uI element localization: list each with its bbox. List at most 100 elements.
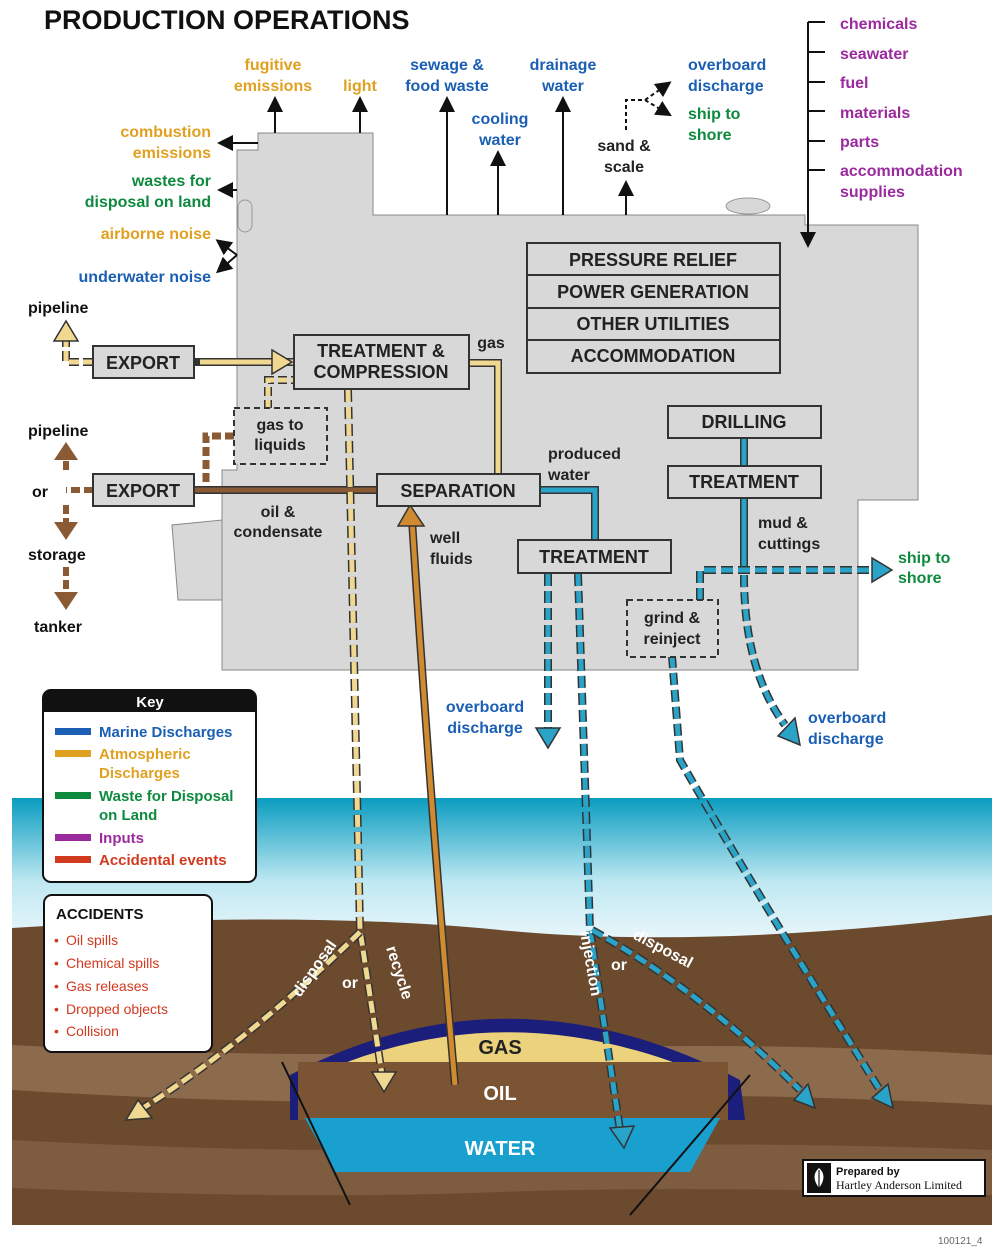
combustion-label-2: emissions <box>133 145 211 162</box>
drilling-box <box>667 405 822 439</box>
pipeline-mid-label: pipeline <box>28 423 89 440</box>
gas-export-label: EXPORT <box>106 353 180 373</box>
separation-label: SEPARATION <box>400 481 515 501</box>
key-swatch-accidental <box>55 856 91 863</box>
overboard-right-label-1: overboard <box>808 710 886 727</box>
accident-bullet-2: • <box>54 955 59 971</box>
utility-other-utilities: OTHER UTILITIES <box>577 314 730 334</box>
input-materials: materials <box>840 105 910 122</box>
key-waste-label-1: Waste for Disposal <box>99 788 233 805</box>
accident-bullet-4: • <box>54 1001 59 1017</box>
ship-shore-label-2: shore <box>898 570 942 587</box>
oil-export-box <box>92 473 195 507</box>
fault-left <box>281 1061 351 1206</box>
ship-shore-label-1: ship to <box>898 550 951 567</box>
airborne-noise-label: airborne noise <box>101 226 211 243</box>
oil-layer <box>298 1062 728 1120</box>
gas-export-box <box>92 345 195 379</box>
utility-accommodation: ACCOMMODATION <box>571 346 736 366</box>
drilling-label: DRILLING <box>702 412 787 432</box>
drilling-treatment-box <box>667 465 822 499</box>
inputs-list: chemicals seawater fuel materials parts … <box>800 16 963 248</box>
top-emissions: fugitive emissions light sewage & food w… <box>234 57 766 215</box>
treatment-compression-label-2: COMPRESSION <box>313 362 448 382</box>
mud-cuttings-label-1: mud & <box>758 515 808 532</box>
utility-pressure-relief: PRESSURE RELIEF <box>569 250 737 270</box>
overboard-left-label-2: discharge <box>447 720 523 737</box>
accidents-panel: ACCIDENTS • Oil spills • Chemical spills… <box>43 894 213 1053</box>
oil-export-label: EXPORT <box>106 481 180 501</box>
well-fluids-label-1: well <box>429 530 460 547</box>
fault-right <box>629 1074 751 1216</box>
reservoir-oil-label: OIL <box>483 1083 516 1105</box>
accidents-title: ACCIDENTS <box>56 906 144 923</box>
sewage-label-1: sewage & <box>410 57 484 74</box>
sewage-label-2: food waste <box>405 78 489 95</box>
key-swatch-atmospheric <box>55 750 91 757</box>
cooling-label-2: water <box>478 132 521 149</box>
key-atmospheric-label-2: Discharges <box>99 765 180 782</box>
accident-dropped-objects: Dropped objects <box>66 1001 168 1017</box>
key-marine-label: Marine Discharges <box>99 724 232 741</box>
oil-condensate-label-2: condensate <box>234 524 323 541</box>
key-header <box>43 690 256 712</box>
fugitive-label-2: emissions <box>234 78 312 95</box>
key-title: Key <box>136 694 164 711</box>
credit-box <box>802 1159 986 1197</box>
or-label: or <box>32 484 48 501</box>
cooling-label-1: cooling <box>472 111 529 128</box>
water-treatment-label: TREATMENT <box>539 547 649 567</box>
accident-chemical-spills: Chemical spills <box>66 955 159 971</box>
platform-fixture <box>725 197 771 215</box>
gas-to-liquids-box <box>233 407 328 465</box>
separation-box <box>376 473 541 507</box>
drainage-label-2: water <box>541 78 584 95</box>
left-emissions: combustion emissions wastes for disposal… <box>79 124 258 286</box>
drilling-treatment-label: TREATMENT <box>689 472 799 492</box>
light-label: light <box>343 78 377 95</box>
input-accommodation: accommodation <box>840 163 963 180</box>
accident-bullet-5: • <box>54 1023 59 1039</box>
key-swatch-inputs <box>55 834 91 841</box>
page-title: PRODUCTION OPERATIONS <box>44 5 410 35</box>
platform-outline <box>171 132 919 671</box>
process-boxes: TREATMENT & COMPRESSION gas EXPORT gas t… <box>92 334 951 748</box>
mud-cuttings-label-2: cuttings <box>758 536 820 553</box>
well-fluids-label-2: fluids <box>430 551 473 568</box>
wastes-land-label-2: disposal on land <box>85 194 211 211</box>
gas-to-liquids-label-1: gas to <box>256 417 303 434</box>
or-right-label: or <box>611 957 627 974</box>
drainage-label-1: drainage <box>530 57 597 74</box>
fugitive-label-1: fugitive <box>245 57 302 74</box>
key-legend: Key Marine Discharges Atmospheric Discha… <box>42 689 257 883</box>
oil-condensate-label-1: oil & <box>261 504 296 521</box>
key-atmospheric-label-1: Atmospheric <box>99 746 191 763</box>
credit-line-2: Hartley Anderson Limited <box>836 1178 962 1192</box>
underwater-noise-label: underwater noise <box>79 269 212 286</box>
ship-top-label-2: shore <box>688 127 732 144</box>
input-fuel: fuel <box>840 75 868 92</box>
input-seawater: seawater <box>840 46 909 63</box>
sand-label-1: sand & <box>597 138 651 155</box>
leaf-logo-icon <box>807 1163 831 1193</box>
input-parts: parts <box>840 134 879 151</box>
grind-reinject-label-2: reinject <box>644 631 702 648</box>
key-waste-label-2: on Land <box>99 807 157 824</box>
key-swatch-waste <box>55 792 91 799</box>
key-accidental-label: Accidental events <box>99 852 227 869</box>
treatment-compression-label-1: TREATMENT & <box>317 341 445 361</box>
ship-top-label-1: ship to <box>688 106 741 123</box>
credit-line-1: Prepared by <box>836 1166 900 1178</box>
platform-fixture-left <box>237 199 253 233</box>
overboard-left-label-1: overboard <box>446 699 524 716</box>
overboard-top-label-2: discharge <box>688 78 764 95</box>
gas-to-liquids-label-2: liquids <box>254 437 306 454</box>
utility-power-generation: POWER GENERATION <box>557 282 749 302</box>
input-supplies: supplies <box>840 184 905 201</box>
produced-water-label-2: water <box>547 467 590 484</box>
accident-gas-releases: Gas releases <box>66 978 148 994</box>
accident-oil-spills: Oil spills <box>66 932 118 948</box>
wastes-land-label-1: wastes for <box>131 173 211 190</box>
pipeline-top-label: pipeline <box>28 300 89 317</box>
overboard-top-label-1: overboard <box>688 57 766 74</box>
